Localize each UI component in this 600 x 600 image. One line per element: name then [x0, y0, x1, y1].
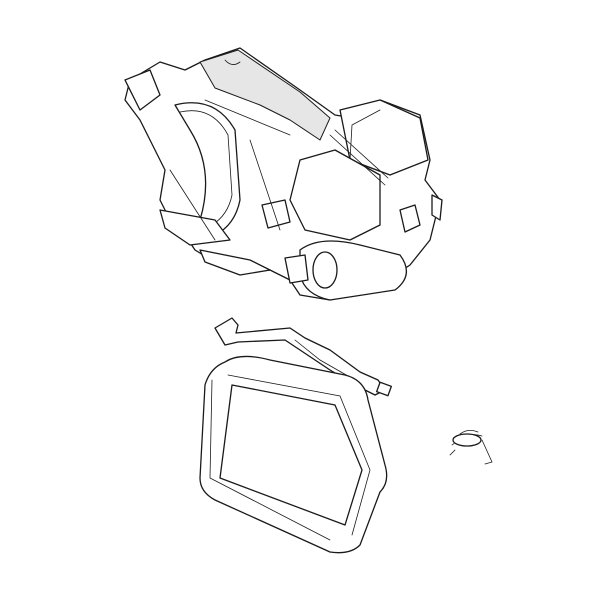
- torsion-spring: [449, 430, 493, 465]
- handle-pad: [199, 355, 388, 554]
- latch-housing: [124, 47, 443, 301]
